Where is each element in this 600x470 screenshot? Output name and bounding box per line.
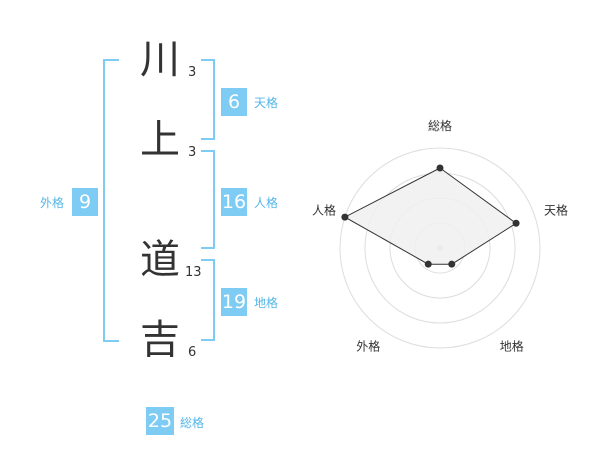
stroke-count-3: 13 xyxy=(185,265,202,280)
tenkaku-bracket xyxy=(201,59,215,140)
name-char-4: 吉 xyxy=(140,317,180,363)
name-char-2: 上 xyxy=(140,117,180,163)
radar-point-2 xyxy=(512,219,520,227)
jinkaku-label: 人格 xyxy=(254,196,279,210)
radar-point-3 xyxy=(448,260,456,268)
radar-axis-label-4: 外格 xyxy=(356,339,380,354)
radar-axis-label-2: 天格 xyxy=(544,202,568,217)
soukaku-label: 総格 xyxy=(180,416,205,430)
stroke-count-2: 3 xyxy=(188,145,197,160)
stroke-count-1: 3 xyxy=(188,65,197,80)
gaikaku-bracket xyxy=(103,59,119,342)
radar-point-5 xyxy=(341,213,349,221)
jinkaku-value-badge: 16 xyxy=(221,188,247,216)
chikaku-label: 地格 xyxy=(254,296,279,310)
gaikaku-label: 外格 xyxy=(40,196,65,210)
radar-axis-label-1: 総格 xyxy=(428,118,452,133)
name-char-1: 川 xyxy=(140,37,180,83)
radar-axis-label-3: 地格 xyxy=(500,339,524,354)
radar-series-polygon xyxy=(343,167,517,265)
radar-point-1 xyxy=(436,164,444,172)
jinkaku-bracket xyxy=(201,150,215,249)
tenkaku-value-badge: 6 xyxy=(221,88,247,116)
tenkaku-label: 天格 xyxy=(254,96,279,110)
soukaku-value-badge: 25 xyxy=(146,407,174,435)
gaikaku-value-badge: 9 xyxy=(72,188,98,216)
chikaku-bracket xyxy=(201,259,215,341)
chikaku-value-badge: 19 xyxy=(221,288,247,316)
radar-axis-label-5: 人格 xyxy=(312,202,336,217)
radar-point-4 xyxy=(424,260,432,268)
stroke-count-4: 6 xyxy=(188,345,197,360)
name-char-3: 道 xyxy=(140,237,180,283)
